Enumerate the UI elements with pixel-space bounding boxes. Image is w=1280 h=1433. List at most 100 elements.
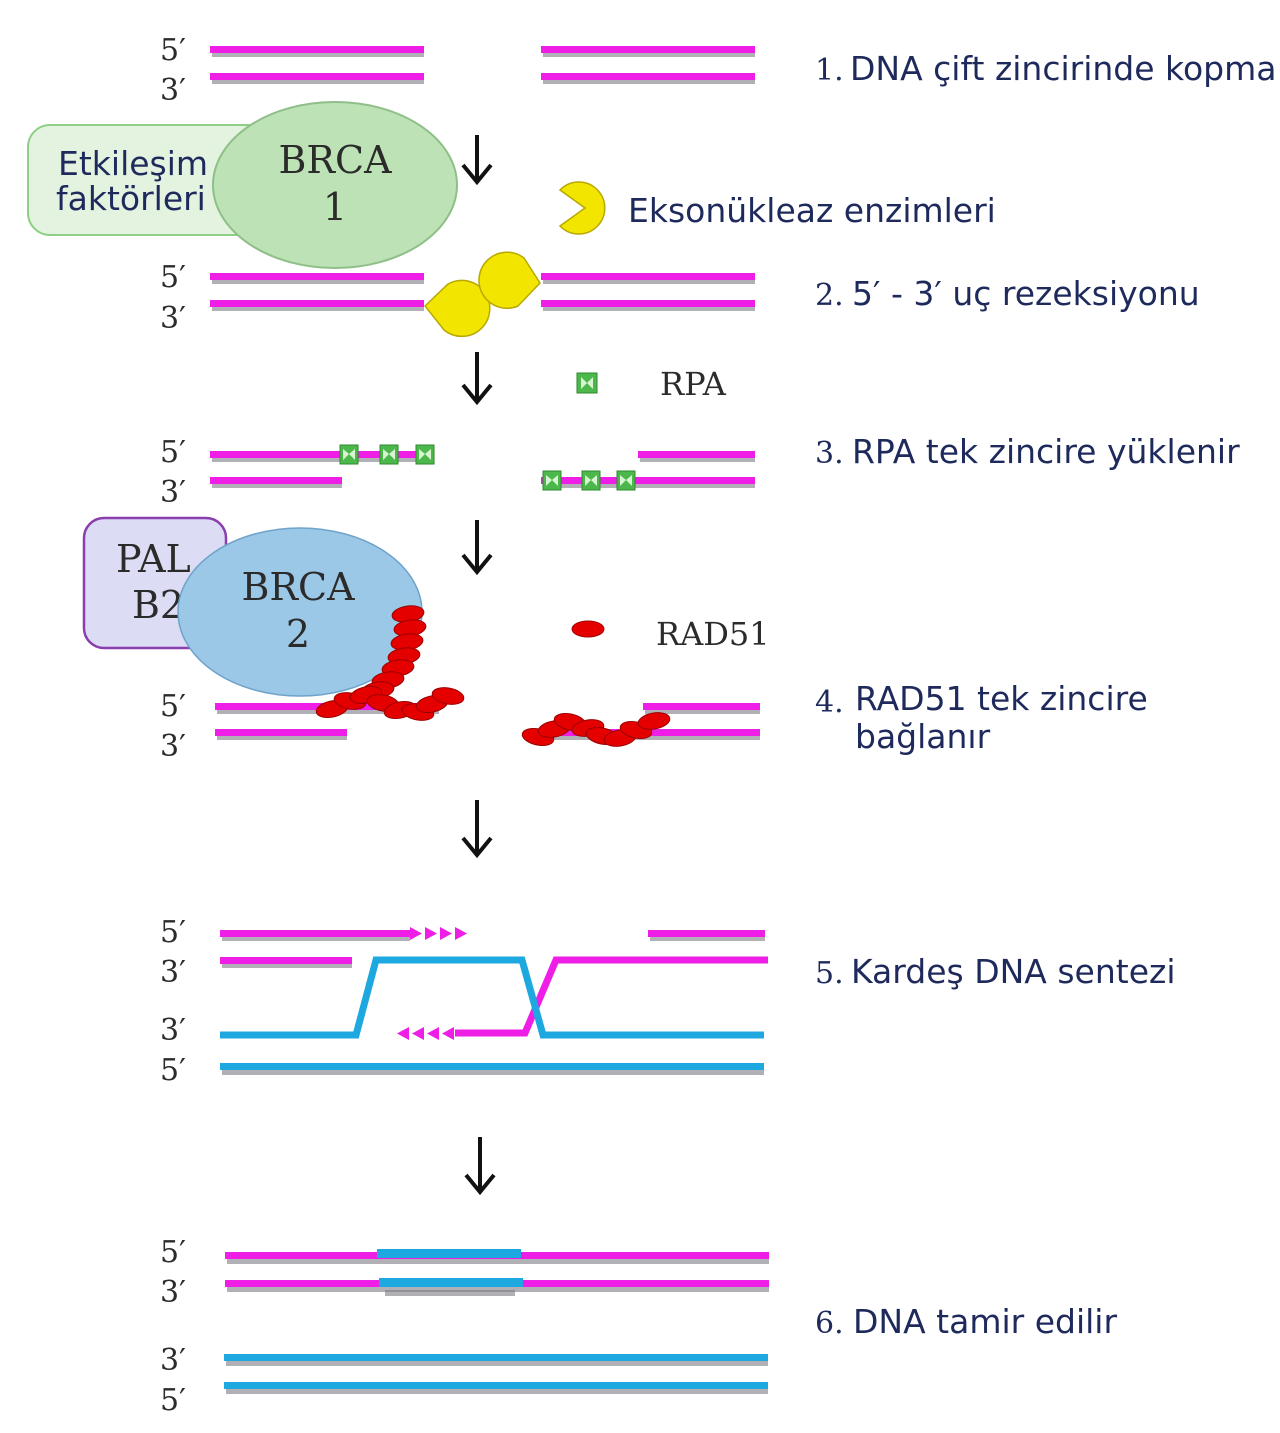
ssdna-left-top (210, 451, 434, 458)
palb2-label-line1: PAL (116, 537, 191, 581)
rad51-legend: RAD51 (571, 615, 770, 653)
step1-number: 1. (815, 53, 844, 88)
dna-strand-bottom-left (210, 73, 424, 80)
step4-number: 4. (815, 685, 844, 720)
exonuclease-icon-right (478, 251, 541, 309)
end-label-3: 3′ (160, 1343, 186, 1378)
down-arrow-1 (461, 135, 493, 186)
strand-shadow (222, 936, 410, 941)
end-label-5: 5′ (160, 1053, 186, 1088)
strand-shadow (227, 1287, 769, 1292)
step4-text-line1: RAD51 tek zincire (855, 679, 1148, 718)
ssdna-right-bottom (541, 477, 755, 484)
rpa-protein (339, 444, 359, 465)
step3-text: RPA tek zincire yüklenir (852, 432, 1240, 471)
step4-group: 5′ 3′ 4. RAD51 tek zincire bağlanır (160, 605, 1148, 764)
strand-shadow (217, 735, 347, 740)
end-label-3: 3′ (160, 73, 186, 108)
end-label-5: 5′ (160, 1235, 186, 1270)
rad51-legend-label: RAD51 (656, 615, 770, 653)
strand-shadow (645, 709, 760, 714)
brca2-label-line2: 2 (286, 612, 310, 656)
synthesis-arrows-reverse (397, 1027, 454, 1040)
rpa-protein (379, 444, 399, 465)
new-synthesis-patch (377, 1249, 521, 1258)
strand-shadow (543, 483, 755, 488)
crossing-strand-magenta (455, 956, 768, 1037)
step6-number: 6. (815, 1306, 844, 1341)
strand-shadow (212, 306, 424, 311)
brca1-ellipse (212, 101, 458, 269)
rpa-legend-label: RPA (660, 365, 727, 403)
brca1-label-line1: BRCA (278, 138, 392, 182)
dna-strand-right-top (643, 703, 760, 710)
strand-shadow (543, 279, 755, 284)
strand-shadow (226, 1361, 768, 1366)
strand-shadow (226, 1389, 768, 1394)
palb2-label-line2: B2 (132, 583, 184, 627)
rpa-protein (616, 470, 636, 491)
end-label-3: 3′ (160, 475, 186, 510)
end-label-3: 3′ (160, 1275, 186, 1310)
exonuclease-icon-left (423, 279, 491, 338)
strand-shadow (212, 79, 424, 84)
strand-shadow (212, 52, 424, 57)
end-label-5: 5′ (160, 33, 186, 68)
template-strand-displaced (220, 956, 764, 1039)
step5-number: 5. (815, 956, 844, 991)
end-label-5: 5′ (160, 689, 186, 724)
rad51-protein (637, 712, 671, 730)
step5-group: 5′ 3′ 3′ 5′ 5. Kardeş DNA sen (160, 915, 1176, 1088)
new-synthesis-patch (379, 1278, 523, 1287)
end-label-5: 5′ (160, 915, 186, 950)
brca2-label-line1: BRCA (241, 565, 355, 609)
dna-strand-left-bottom (220, 957, 352, 964)
rpa-protein (542, 470, 562, 491)
exonuclease-legend-label: Eksonükleaz enzimleri (628, 191, 996, 230)
strand-shadow (650, 936, 765, 941)
strand-shadow (222, 963, 352, 968)
patch-shadow (385, 1290, 515, 1296)
invading-strand (220, 930, 410, 937)
strand-shadow (640, 457, 755, 462)
strand-group (210, 46, 755, 84)
dna-strand-right-top (638, 451, 755, 458)
step5-text: Kardeş DNA sentezi (851, 952, 1176, 991)
sister-strand-top (224, 1354, 768, 1361)
step3-group: 5′ 3′ 3. RPA tek zincire yüklenir (160, 432, 1240, 510)
dna-strand-left-bottom (210, 477, 342, 484)
down-arrow-3 (461, 520, 493, 576)
strand-shadow (227, 1259, 769, 1264)
end-label-3: 3′ (160, 729, 186, 764)
end-label-5: 5′ (160, 435, 186, 470)
step2-number: 2. (815, 278, 844, 313)
rad51-protein (431, 687, 465, 705)
step2-text: 5′ - 3′ uç rezeksiyonu (852, 274, 1200, 313)
strand-shadow (212, 457, 434, 462)
strand-shadow (543, 52, 755, 57)
rpa-protein (581, 470, 601, 491)
dna-strand-top-right (541, 46, 755, 53)
step6-group: 5′ 3′ 3′ 5′ 6. DNA tamir edilir (160, 1235, 1117, 1418)
strand-shadow (212, 279, 424, 284)
exonuclease-icon (558, 181, 606, 235)
step3-number: 3. (815, 436, 844, 471)
factors-label-line1: Etkileşim (58, 144, 208, 183)
dna-strand-top-left (210, 273, 424, 280)
rad51-filament-left (315, 605, 465, 721)
synthesis-arrows-forward (410, 927, 467, 940)
rad51-filament-right (521, 712, 671, 747)
step1-group: 5′ 3′ 1. DNA çift zincirinde kopma (160, 33, 1277, 108)
rpa-legend: RPA (576, 365, 727, 403)
template-strand-bottom (220, 1063, 764, 1070)
rpa-icon (576, 372, 598, 394)
step1-text: DNA çift zincirinde kopma (850, 49, 1277, 88)
sister-strand-bottom (224, 1382, 768, 1389)
end-label-5: 5′ (160, 260, 186, 295)
rad51-icon (571, 620, 605, 638)
brca1-complex: Etkileşim faktörleri BRCA 1 (27, 101, 458, 269)
step2-group: 5′ 3′ 2. 5′ - 3′ uç rezeksiyonu (160, 251, 1200, 338)
strand-shadow (543, 306, 755, 311)
